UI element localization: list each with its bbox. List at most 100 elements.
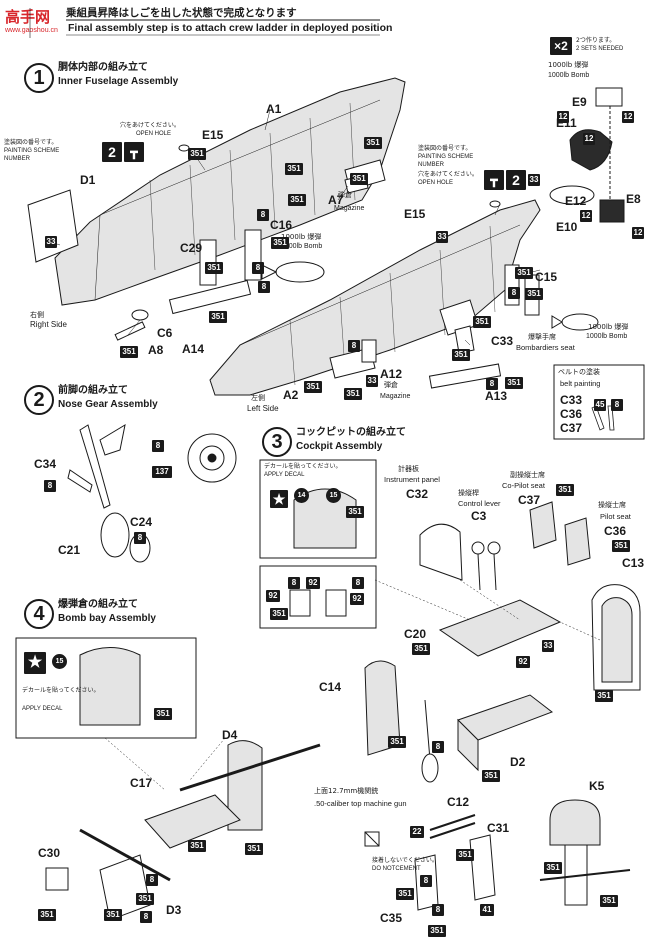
step-2-number: 2: [24, 385, 54, 415]
nocement-en: DO NOTCEMENT: [372, 866, 421, 872]
bomb-bay-decal-inset: [15, 637, 197, 739]
logo-site: www.gaoshou.cn: [4, 27, 58, 34]
label-c20: C20: [404, 627, 427, 641]
belt-part-c36: C36: [560, 407, 583, 421]
decal-inset-1: [259, 459, 377, 559]
bombardier-en: Bombardiers seat: [516, 343, 575, 352]
paint-8: 8: [146, 874, 158, 886]
paint-351: 351: [346, 506, 364, 518]
multiplier-text-en: 2 SETS NEEDED: [576, 46, 624, 52]
belt-title-en: belt painting: [560, 379, 601, 388]
header-note-en: Final assembly step is to attach crew la…: [68, 22, 393, 34]
part-bomb-right: [551, 313, 599, 331]
decal-note-en-2: APPLY DECAL: [22, 706, 63, 712]
label-c31: C31: [487, 821, 510, 835]
scheme-note-jp-left: 塗装図の番号です。: [4, 139, 58, 146]
nose-gear-wheel: [100, 433, 237, 563]
label-c21: C21: [58, 543, 81, 557]
paint-8: 8: [288, 577, 300, 589]
scheme-note-en2-left: NUMBER: [4, 156, 31, 162]
step-4-number: 4: [24, 599, 54, 629]
paint-351: 351: [456, 849, 474, 861]
step-3-number: 3: [262, 427, 292, 457]
part-c33-seat: [439, 299, 479, 354]
nocement-icon: [364, 831, 380, 847]
leader-lines: [44, 109, 601, 791]
label-d4: D4: [222, 728, 238, 742]
paint-8: 8: [420, 875, 432, 887]
paint-33: 33: [45, 236, 57, 248]
paint-351: 351: [136, 893, 154, 905]
part-d1-panel: [27, 189, 79, 263]
label-c3: C3: [471, 509, 487, 523]
copilot-jp: 副操縦士席: [510, 471, 545, 479]
open-hole-note-jp-right: 穴をあけてください。: [418, 171, 478, 178]
belt-part-c33: C33: [560, 393, 583, 407]
left-side-jp: 左側: [251, 394, 265, 402]
part-a13-rack: [428, 363, 502, 389]
paint-351: 351: [245, 843, 263, 855]
label-c33: C33: [491, 334, 514, 348]
cockpit-seats: [529, 501, 591, 566]
bomb-jp-left: 1000lb 爆弾: [281, 233, 322, 241]
belt-pencils: [591, 405, 615, 431]
part-a12-magazine: [329, 339, 377, 379]
paint-351: 351: [364, 137, 382, 149]
bombardier-jp: 爆撃手席: [528, 333, 556, 341]
label-c24: C24: [130, 515, 153, 529]
magazine-en-2: Magazine: [380, 393, 411, 400]
step-1-title-jp: 胴体内部の組み立て: [58, 62, 148, 73]
logo-mark: 高手网 www.gaoshou.cn: [3, 6, 65, 34]
label-c15: C15: [535, 270, 558, 284]
copilot-en: Co-Pilot seat: [502, 481, 545, 490]
hole-marker-right: [489, 200, 501, 208]
paint-351: 351: [505, 377, 523, 389]
paint-351: 351: [205, 262, 223, 274]
belt-part-c37: C37: [560, 421, 583, 435]
logo-glyphs: 高手网: [5, 8, 50, 26]
bomb-en-left: 1000lb Bomb: [281, 243, 323, 250]
paint-351: 351: [595, 690, 613, 702]
nocement-jp: 接着しないでください。: [372, 857, 438, 864]
label-c32: C32: [406, 487, 429, 501]
decal-note-en-1: APPLY DECAL: [264, 472, 305, 478]
paint-12: 12: [632, 227, 644, 239]
paint-8: 8: [257, 209, 269, 221]
label-e9: E9: [572, 95, 587, 109]
pilot-jp: 操縦士席: [598, 501, 626, 509]
paint-8: 8: [508, 287, 520, 299]
turret-k5: [539, 799, 631, 906]
label-e15-right: E15: [404, 207, 426, 221]
magazine-jp-1: 弾倉: [338, 191, 352, 199]
paint-8: 8: [140, 911, 152, 923]
magazine-en-1: Magazine: [334, 205, 365, 212]
label-d2: D2: [510, 755, 526, 769]
label-c13: C13: [622, 556, 645, 570]
panel-en: Instrument panel: [384, 475, 440, 484]
step-1-title-en: Inner Fuselage Assembly: [58, 76, 179, 87]
belt-title-jp: ベルトの塗装: [558, 368, 600, 376]
paint-92: 92: [266, 590, 280, 602]
label-k5: K5: [589, 779, 605, 793]
label-e8: E8: [626, 192, 641, 206]
paint-351: 351: [525, 288, 543, 300]
label-a12: A12: [380, 367, 403, 381]
bomb-bay-door-d4: [179, 740, 321, 831]
scheme-note-en1-right: PAINTING SCHEME: [418, 154, 474, 160]
bomb-bay-floor-c17: [144, 794, 241, 849]
label-a8: A8: [148, 343, 164, 357]
bomb-title-jp: 1000lb 爆弾: [548, 61, 589, 69]
paint-351: 351: [120, 346, 138, 358]
bomb-jp-right: 1000lb 爆弾: [588, 323, 629, 331]
part-bomb-left: [261, 261, 325, 283]
label-a2: A2: [283, 388, 299, 402]
paint-351: 351: [482, 770, 500, 782]
step-2-title-jp: 前脚の組み立て: [58, 385, 128, 396]
paint-351: 351: [288, 194, 306, 206]
scheme-number-right: 2: [506, 170, 526, 190]
lever-en: Control lever: [458, 499, 501, 508]
label-e15-left: E15: [202, 128, 224, 142]
paint-15: 15: [326, 488, 341, 503]
paint-351: 351: [154, 708, 172, 720]
